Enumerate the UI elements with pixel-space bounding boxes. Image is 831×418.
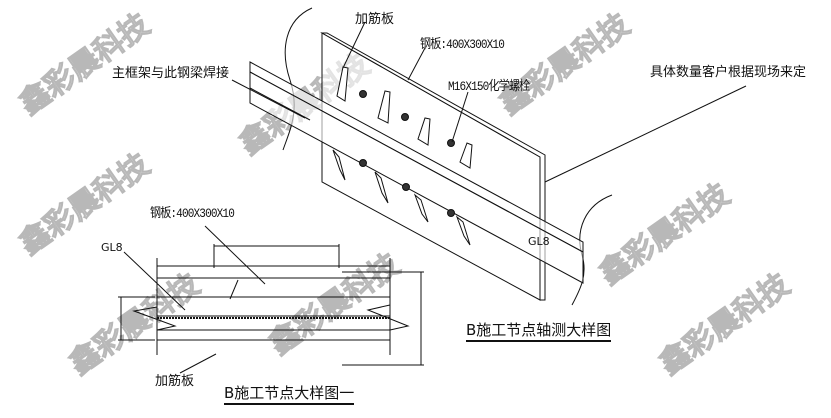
leader-plate <box>407 47 426 81</box>
weld-label: 主框架与此钢梁焊接 <box>112 66 230 81</box>
break-line-left <box>132 306 177 331</box>
detail-title: B施工节点大样图一 <box>224 385 355 405</box>
leader-stiffener-detail <box>179 353 217 374</box>
beam-label: GL8 <box>528 235 550 248</box>
quantity-note: 具体数量客户根据现场来定 <box>650 65 807 80</box>
leader-bolt <box>451 91 469 143</box>
stiffener-label: 加筋板 <box>355 12 395 27</box>
steel-plate-edge <box>320 32 546 301</box>
stiffeners <box>332 66 473 246</box>
break-curve-left <box>282 7 313 151</box>
leader-weld <box>231 79 306 119</box>
leader-stiffener <box>342 21 366 69</box>
leader-plate-detail <box>204 225 266 285</box>
bolts <box>359 90 455 217</box>
beam-web <box>249 71 584 284</box>
isometric-title: B施工节点轴测大样图 <box>466 322 612 342</box>
detail-view <box>118 225 424 374</box>
leader-quantity <box>544 85 747 183</box>
detail-beam-label: GL8 <box>101 241 123 254</box>
plate-label: 钢板:400X300X10 <box>420 37 505 52</box>
bolt-label: M16X150化学螺栓 <box>448 79 530 94</box>
leader-gl8 <box>123 251 186 311</box>
isometric-view <box>231 7 747 306</box>
detail-plate-label: 钢板:400X300X10 <box>150 206 235 221</box>
detail-stiffener-label: 加筋板 <box>155 374 195 389</box>
dimension-lines <box>118 244 424 366</box>
